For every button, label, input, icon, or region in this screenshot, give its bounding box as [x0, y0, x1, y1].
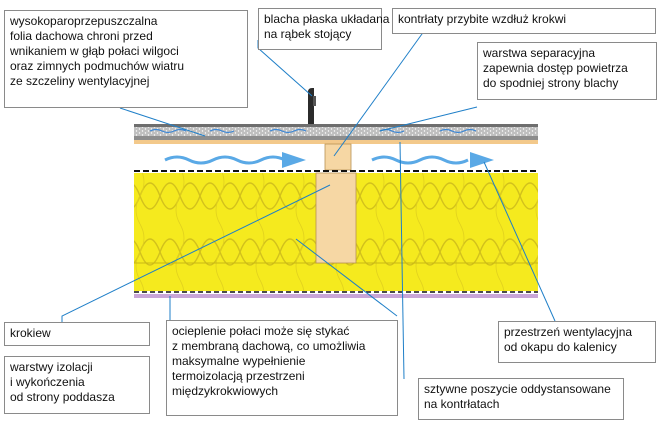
label-line: krokiew	[10, 326, 51, 340]
label-line: termoizolacją przestrzeni	[172, 369, 305, 383]
label-line: od okapu do kalenicy	[504, 340, 617, 354]
air-flow-arrows	[164, 152, 494, 168]
label-line: ocieplenie połaci może się stykać	[172, 324, 350, 338]
label-line: od strony poddasza	[10, 390, 115, 404]
counter-batten	[324, 143, 352, 171]
rafter	[315, 172, 357, 264]
label-breathable-foil: wysokoparoprzepuszczalna folia dachowa c…	[4, 10, 248, 108]
label-line: maksymalne wypełnienie	[172, 354, 306, 368]
label-inner-layers: warstwy izolacji i wykończenia od strony…	[4, 356, 150, 414]
label-line: folia dachowa chroni przed	[10, 29, 153, 43]
roof-sheet	[134, 124, 538, 140]
label-line: kontrłaty przybite wzdłuż krokwi	[398, 12, 567, 26]
label-line: międzykrokwiowych	[172, 384, 279, 398]
label-line: do spodniej strony blachy	[483, 76, 619, 90]
leader-lines	[61, 26, 556, 380]
label-line: zapewnia dostęp powietrza	[483, 61, 628, 75]
label-separation-layer: warstwa separacyjna zapewnia dostęp powi…	[477, 42, 657, 100]
insulation-lower-layer	[134, 263, 538, 291]
label-line: na rąbek stojący	[264, 27, 352, 41]
label-line: i wykończenia	[10, 375, 85, 389]
label-line: oraz zimnych podmuchów wiatru	[10, 59, 185, 73]
label-line: przestrzeń wentylacyjna	[504, 325, 633, 339]
label-insulation-fill: ocieplenie połaci może się stykać z memb…	[166, 320, 398, 416]
label-line: wysokoparoprzepuszczalna	[10, 14, 158, 28]
label-line: warstwy izolacji	[10, 360, 93, 374]
label-flat-sheet: blacha płaska układana na rąbek stojący	[258, 8, 390, 50]
label-line: ze szczeliny wentylacyjnej	[10, 74, 150, 88]
label-line: z membraną dachową, co umożliwia	[172, 339, 366, 353]
rigid-sheathing	[134, 140, 538, 144]
label-line: na kontrłatach	[424, 397, 500, 411]
label-rafter: krokiew	[4, 322, 150, 346]
label-counter-battens: kontrłaty przybite wzdłuż krokwi	[392, 8, 656, 34]
label-line: blacha płaska układana	[264, 12, 390, 26]
label-line: sztywne poszycie oddystansowane	[424, 382, 611, 396]
label-rigid-sheathing: sztywne poszycie oddystansowane na kontr…	[418, 378, 624, 420]
standing-seam-icon	[308, 88, 316, 124]
label-ventilation-space: przestrzeń wentylacyjna od okapu do kale…	[498, 321, 656, 363]
label-line: wnikaniem w głąb połaci wilgoci	[10, 44, 179, 58]
inner-finishing-layer	[134, 294, 538, 298]
label-line: warstwa separacyjna	[483, 46, 596, 60]
